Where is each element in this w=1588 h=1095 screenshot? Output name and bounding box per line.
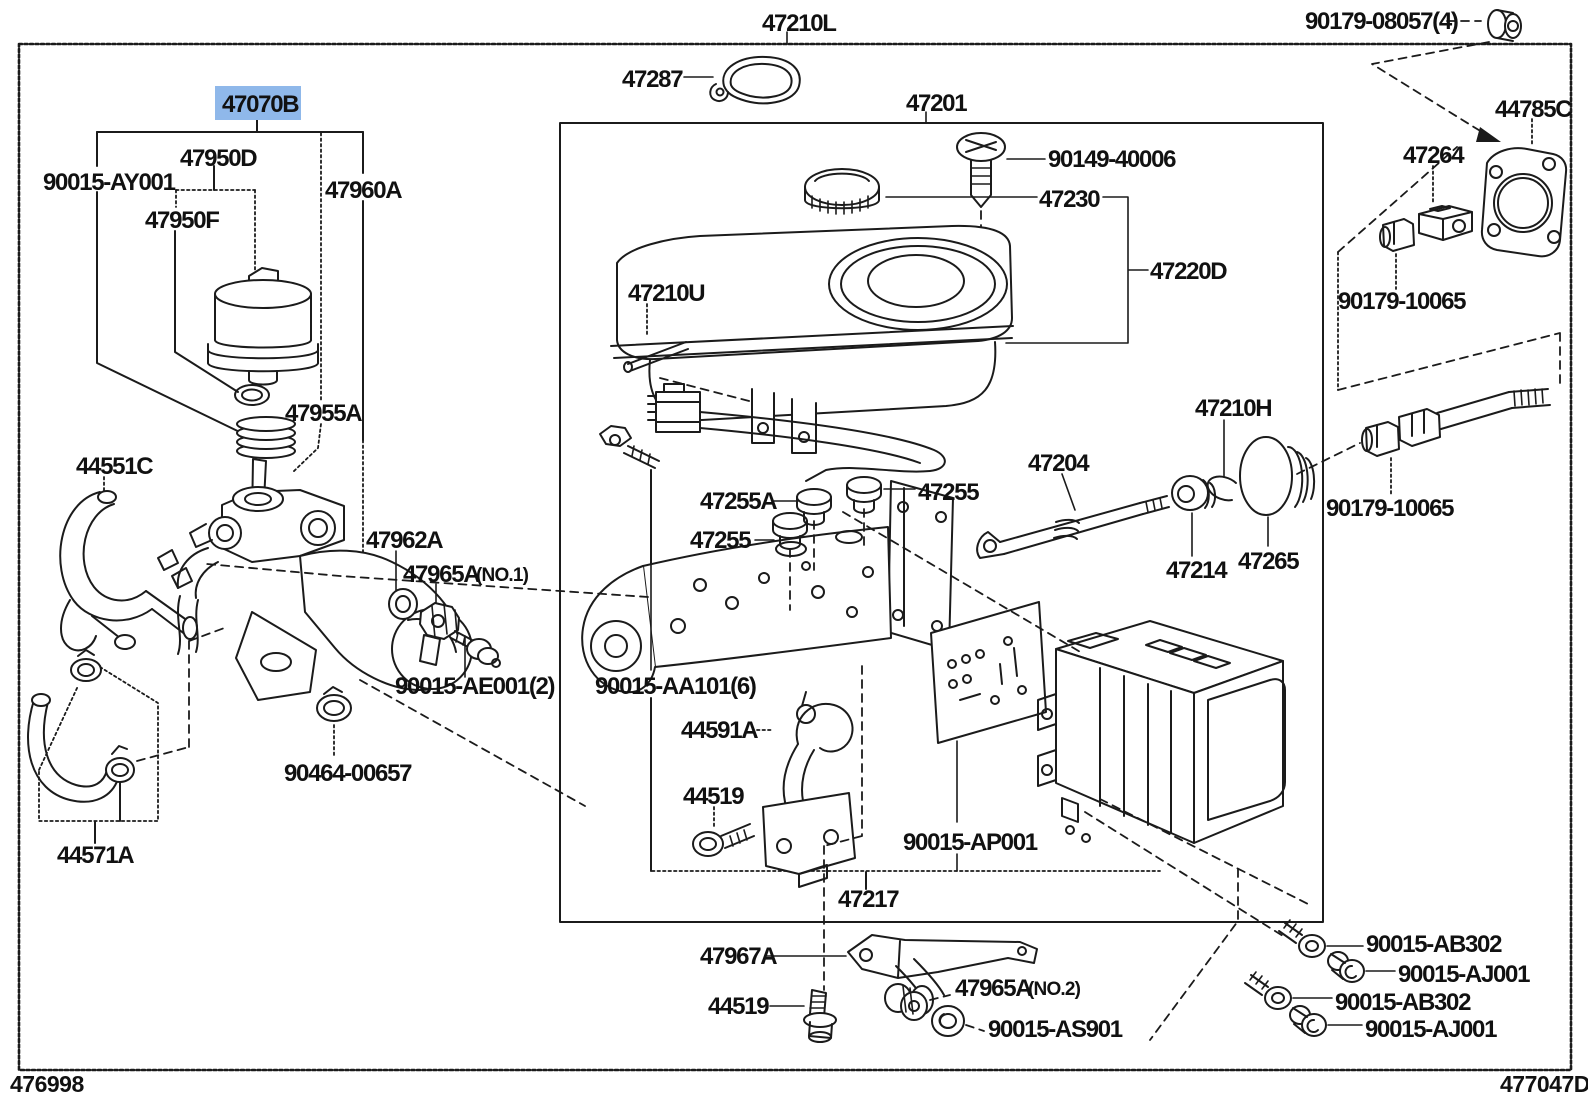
part-label-90015-aj001-1[interactable]: 90015-AJ001 xyxy=(1398,961,1531,988)
part-label-44519-lower[interactable]: 44519 xyxy=(708,993,770,1020)
bolt-aa101-drawing xyxy=(599,425,660,469)
part-label-47217[interactable]: 47217 xyxy=(838,886,900,913)
part-label-90015-ap001[interactable]: 90015-AP001 xyxy=(903,829,1039,856)
grommet-47255-left xyxy=(772,512,808,550)
nut-aj001-2-drawing xyxy=(1289,1005,1363,1037)
part-label-47965a-no2[interactable]: 47965A xyxy=(955,975,1034,1002)
bracket-44591a-drawing xyxy=(756,702,856,888)
part-label-47230[interactable]: 47230 xyxy=(1039,186,1101,213)
clamp-90464-drawing xyxy=(316,686,352,758)
tube-44551c-drawing xyxy=(59,476,198,652)
part-label-44785c[interactable]: 44785C xyxy=(1495,96,1574,123)
part-label-44519-upper[interactable]: 44519 xyxy=(683,783,745,810)
figure-code-left: 476998 xyxy=(10,1071,84,1095)
bracket-lines-47070b xyxy=(96,118,364,599)
spring-drawing xyxy=(236,416,296,459)
part-label-47265[interactable]: 47265 xyxy=(1238,548,1300,575)
part-label-90015-aa101[interactable]: 90015-AA101(6) xyxy=(595,673,757,700)
reservoir-tank-drawing xyxy=(610,224,1014,482)
bolt-ae001-drawing xyxy=(450,630,501,678)
part-label-no2-suffix: (NO.2) xyxy=(1028,979,1081,1000)
part-label-47950f[interactable]: 47950F xyxy=(145,207,221,234)
reservoir-cap-drawing xyxy=(804,168,880,215)
part-label-90015-ay001[interactable]: 90015-AY001 xyxy=(43,169,177,196)
part-label-90179-10065-upper[interactable]: 90179-10065 xyxy=(1338,288,1467,315)
seal-47962a-drawing xyxy=(388,550,418,620)
part-label-47210l[interactable]: 47210L xyxy=(762,10,838,37)
block-47264-drawing xyxy=(1418,165,1473,241)
part-label-47255-left[interactable]: 47255 xyxy=(690,527,752,554)
grommet-drop-lines xyxy=(789,508,865,611)
pin-47210u-drawing xyxy=(623,303,689,373)
bolt-44519-upper-drawing xyxy=(692,806,755,857)
arrow-leader xyxy=(1371,41,1501,142)
part-label-47962a[interactable]: 47962A xyxy=(366,527,445,554)
boot-47265-drawing xyxy=(1239,436,1316,547)
part-label-44551c[interactable]: 44551C xyxy=(76,453,155,480)
union-47965a-no2-drawing xyxy=(884,983,951,1021)
grommet-47255-right xyxy=(846,476,882,514)
nut-90179-upper-drawing xyxy=(1379,218,1415,290)
explosion-dashed-lines xyxy=(206,146,1561,1041)
nut-as901-drawing xyxy=(931,1005,985,1037)
part-label-47070b-highlighted[interactable]: 47070B xyxy=(222,91,301,118)
part-label-47201[interactable]: 47201 xyxy=(906,90,968,117)
part-label-no1-suffix: (NO.1) xyxy=(476,565,529,586)
part-label-47965a-no1[interactable]: 47965A xyxy=(403,561,482,588)
part-label-90015-as901[interactable]: 90015-AS901 xyxy=(988,1016,1124,1043)
part-label-90015-ab302-2[interactable]: 90015-AB302 xyxy=(1335,989,1472,1016)
part-label-90015-ab302-1[interactable]: 90015-AB302 xyxy=(1366,931,1503,958)
part-label-44571a[interactable]: 44571A xyxy=(57,842,136,869)
part-label-90015-aj001-2[interactable]: 90015-AJ001 xyxy=(1365,1016,1498,1043)
spacer-47214-drawing xyxy=(1171,475,1217,557)
pushrod-47204-drawing xyxy=(976,473,1170,559)
abs-actuator-drawing xyxy=(1037,620,1286,844)
leader-lines-reservoir xyxy=(885,158,1149,344)
gasket-47287-drawing xyxy=(709,55,801,105)
gasket-plate-drawing xyxy=(930,601,1047,872)
part-label-90464-00657[interactable]: 90464-00657 xyxy=(284,760,413,787)
leader-lines-top xyxy=(683,20,1482,124)
bolt-ab302-2-drawing xyxy=(1244,971,1333,1010)
bolt-44519-lower-drawing xyxy=(769,989,837,1043)
part-label-44591a[interactable]: 44591A xyxy=(681,717,760,744)
part-label-47950d[interactable]: 47950D xyxy=(180,145,259,172)
assembly-box-47201 xyxy=(559,122,1324,923)
plate-44785c-drawing xyxy=(1480,118,1568,258)
part-label-47967a[interactable]: 47967A xyxy=(700,943,779,970)
highlight-box-47070b xyxy=(215,86,301,120)
part-label-90149-40006[interactable]: 90149-40006 xyxy=(1048,146,1177,173)
accumulator-drawing xyxy=(207,267,319,386)
o-ring-drawing xyxy=(234,384,270,406)
screw-90149-drawing xyxy=(956,132,1006,262)
bolt-ab302-1-drawing xyxy=(1278,919,1364,958)
part-label-47287[interactable]: 47287 xyxy=(622,66,684,93)
diagram-border xyxy=(17,42,1573,1072)
part-label-90179-08057[interactable]: 90179-08057(4) xyxy=(1305,8,1459,35)
leader-lines-center xyxy=(650,469,916,671)
stud-bolt-drawing xyxy=(1361,388,1551,497)
pump-motor-drawing xyxy=(157,486,473,701)
part-label-47960a[interactable]: 47960A xyxy=(325,177,404,204)
part-label-47210u[interactable]: 47210U xyxy=(628,280,706,307)
union-47965a-no1-drawing xyxy=(419,583,460,640)
snap-ring-47210h-drawing xyxy=(1206,419,1237,502)
master-cylinder-drawing xyxy=(581,480,954,724)
figure-code-right: 477047D xyxy=(1500,1071,1588,1095)
part-label-47214[interactable]: 47214 xyxy=(1166,557,1229,584)
part-label-47255-right[interactable]: 47255 xyxy=(918,479,980,506)
part-label-90179-10065-lower[interactable]: 90179-10065 xyxy=(1326,495,1455,522)
part-label-47264[interactable]: 47264 xyxy=(1403,142,1466,169)
nut-aj001-1-drawing xyxy=(1327,951,1396,983)
part-label-90015-ae001[interactable]: 90015-AE001(2) xyxy=(395,673,556,700)
part-label-47255a[interactable]: 47255A xyxy=(700,488,779,515)
part-label-47220d[interactable]: 47220D xyxy=(1150,258,1229,285)
nut-90179-08057-drawing xyxy=(1487,9,1522,42)
hose-44571a-drawing xyxy=(27,626,228,844)
part-label-47955a[interactable]: 47955A xyxy=(285,400,364,427)
part-label-47204[interactable]: 47204 xyxy=(1028,450,1091,477)
part-label-47210h[interactable]: 47210H xyxy=(1195,395,1273,422)
